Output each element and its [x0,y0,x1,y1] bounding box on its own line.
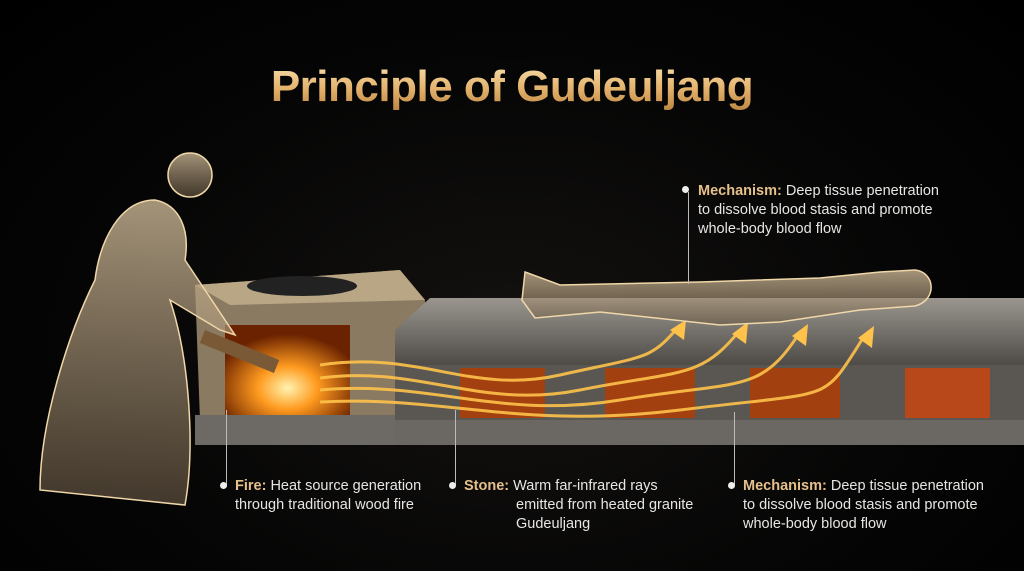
callout-fire: Fire: Heat source generation through tra… [235,477,421,515]
callout-dot-mechanism [728,482,735,489]
page-title: Principle of Gudeuljang [0,62,1024,112]
callout-dot-fire [220,482,227,489]
callout-line: emitted from heated granite [516,497,694,513]
callout-key: Mechanism: [743,478,827,494]
heat-waves [319,324,867,418]
stove [195,270,425,445]
callout-line: to dissolve blood stasis and promote [698,202,933,218]
callout-line: through traditional wood fire [235,497,414,513]
callout-top-mechanism: Mechanism: Deep tissue penetration to di… [698,182,939,239]
callout-text: Warm far-infrared rays [509,478,658,494]
callout-stone: Stone: Warm far-infrared rays emitted fr… [464,477,693,534]
woman-figure [39,152,280,506]
stone-bed [395,298,1024,445]
reclining-person [521,269,932,326]
callout-dot-top [682,186,689,193]
callout-key: Mechanism: [698,183,782,199]
callout-line-mechanism [734,412,735,486]
callout-text: Heat source generation [266,478,422,494]
callout-dot-stone [449,482,456,489]
callout-key: Fire: [235,478,267,494]
callout-line: Gudeuljang [516,516,591,532]
callout-line: whole-body blood flow [698,221,842,237]
callout-key: Stone: [464,478,510,494]
callout-text: Deep tissue penetration [781,183,939,199]
callout-text: Deep tissue penetration [826,478,984,494]
callout-line-top [688,192,689,284]
callout-line: to dissolve blood stasis and promote [743,497,978,513]
callout-bottom-mechanism: Mechanism: Deep tissue penetration to di… [743,477,984,534]
heat-arrow-icons [670,320,874,348]
callout-line-stone [455,410,456,486]
callout-line-fire [226,410,227,486]
callout-line: whole-body blood flow [743,516,887,532]
